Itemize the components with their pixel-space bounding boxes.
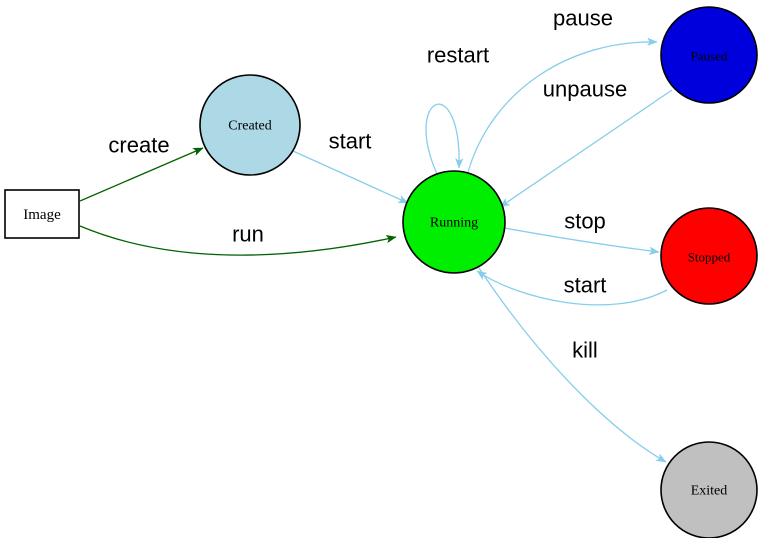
edge-label-run: run (232, 222, 264, 247)
node-label-running: Running (430, 216, 478, 231)
node-label-created: Created (228, 119, 272, 134)
node-shape-running (402, 170, 506, 274)
edge-label-pause: pause (553, 6, 613, 31)
node-label-image: Image (23, 207, 61, 223)
edges-layer (79, 37, 673, 463)
node-shape-exited (660, 441, 758, 538)
edge-restart (425, 103, 464, 175)
edge-kill (478, 267, 667, 463)
node-shape-created (199, 74, 301, 176)
node-shape-stopped (660, 207, 758, 305)
node-label-exited: Exited (691, 484, 728, 499)
edge-label-stop: stop (564, 209, 606, 234)
node-created[interactable]: Created (199, 74, 301, 176)
node-paused[interactable]: Paused (660, 6, 758, 104)
edge-run (79, 225, 397, 256)
edge-label-restart: restart (427, 43, 489, 68)
edge-label-kill: kill (572, 338, 598, 363)
node-shape-image (4, 189, 80, 239)
edge-label-unpause: unpause (543, 77, 627, 102)
edge-unpause (499, 89, 673, 208)
edge-labels-layer: create run start restart pause unpause stop sta… (108, 6, 627, 363)
edge-stop (503, 227, 660, 255)
node-label-paused: Paused (691, 49, 728, 64)
edge-pause (467, 37, 658, 173)
node-running[interactable]: Running (402, 170, 506, 274)
node-shape-paused (660, 6, 758, 104)
edge-label-create: create (108, 133, 169, 158)
node-label-stopped: Stopped (688, 250, 731, 265)
edge-create (79, 147, 204, 202)
edge-start-stopped-running (476, 270, 668, 306)
node-image[interactable]: Image (4, 189, 80, 239)
edge-label-start-created-running: start (329, 129, 372, 154)
node-exited[interactable]: Exited (660, 441, 758, 538)
edge-label-start-stopped-running: start (564, 273, 607, 298)
node-stopped[interactable]: Stopped (660, 207, 758, 305)
edge-start-created-running (292, 150, 409, 204)
